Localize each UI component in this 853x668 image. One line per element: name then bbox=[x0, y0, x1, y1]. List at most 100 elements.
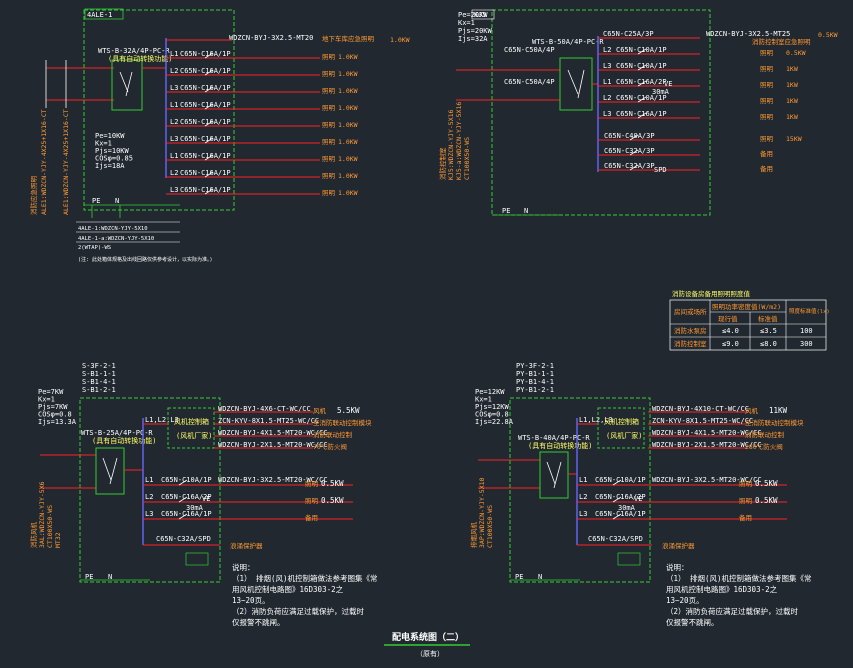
drawing-title: 配电系统图（二） bbox=[392, 631, 464, 643]
legend-table-title: 消防设备房备用照明照度值 bbox=[672, 289, 751, 298]
panel_d-circuit-load: 照明 bbox=[739, 497, 753, 505]
panel_d-circuit-breaker: C65N-C10A/1P bbox=[595, 476, 646, 484]
panel-c-vigi: VE bbox=[202, 495, 210, 503]
panel_d-cable-load: 风机 bbox=[745, 406, 759, 415]
panel_c-cable-load: 70℃防火阀 bbox=[313, 442, 347, 451]
panel-b-top-power: 0.5KW bbox=[818, 31, 838, 39]
panel-c: S-3F-2-1S-B1-1-1S-B1-4-1S-B1-2-1 Pe=7KWK… bbox=[29, 362, 378, 627]
panel_d-note: （2）消防负荷应满足过载保护，过载时 bbox=[666, 606, 799, 616]
panel-a-circuit-breaker: C65N-C16A/1P bbox=[180, 135, 231, 143]
panel-b-circuit-load: 照明 bbox=[760, 65, 774, 73]
panel_d-param: Ijs=22.8A bbox=[475, 418, 514, 426]
panel-b-top-breaker: C65N-C25A/3P bbox=[603, 30, 654, 38]
panel_c-tag: S-B1-1-1 bbox=[82, 370, 116, 378]
panel-c-incoming-1: 3AL:WDZCN-YJY-5X6 bbox=[38, 481, 46, 548]
panel-d-spd-load: 浪涌保护器 bbox=[662, 541, 695, 550]
panel_d-cable-load: 280℃防火阀 bbox=[745, 442, 783, 451]
panel-b-circuit-phase: L2 bbox=[603, 94, 611, 102]
panel_c-circuit-phase: L1 bbox=[145, 476, 153, 484]
panel-b-param: Pjs=20KW bbox=[458, 27, 493, 35]
panel-a-circuit-phase: L2 bbox=[170, 67, 178, 75]
panel-b-lower-load: 备用 bbox=[760, 164, 773, 173]
panel-a-circuit-power: 1.0KW bbox=[338, 87, 358, 95]
panel-a-label: 4ALE-1 bbox=[87, 11, 112, 19]
panel-b-circuit-phase: L2 bbox=[603, 46, 611, 54]
panel-c-box bbox=[79, 397, 221, 583]
panel_c-note: 说明： bbox=[232, 562, 255, 572]
panel_c-note: 13~20页。 bbox=[232, 596, 270, 605]
panel-a: 4ALE-1 WTS-B-32A/4P-PC-R (具有自动转换功能) Pe=1… bbox=[29, 8, 410, 263]
panel_d-circuit-cable: WDZCN-BYJ-3X2.5-MT20-WC/CC bbox=[652, 476, 762, 484]
panel-a-tag-box bbox=[84, 8, 124, 20]
panel-b-incoming-1: KJ5:WDZCN-YJY-5X16 bbox=[447, 109, 455, 180]
panel_d-circuit-breaker: C65N-C16A/1P bbox=[595, 510, 646, 518]
panel-a-incoming-1: ALE1:WDZCN-YJY-4X25+1X16-CT bbox=[40, 109, 48, 215]
panel-d-spd-breaker: C65N-C32A/SPD bbox=[588, 535, 643, 543]
legend-header-right: 照度标准值(lx) bbox=[789, 307, 830, 315]
panel-b-circuit-breaker: C65N-C10A/1P bbox=[616, 46, 667, 54]
panel-a-circuit-power: 1.0KW bbox=[338, 138, 358, 146]
legend-col1: 房间或场所 bbox=[674, 307, 707, 316]
panel_c-param: Pe=7KW bbox=[38, 388, 64, 396]
panel-d-n: N bbox=[538, 573, 542, 581]
panel-c-n: N bbox=[108, 573, 112, 581]
panel_d-cable-text: ZCN-KYV-8X1.5-MT25-WC/CC bbox=[652, 417, 753, 425]
panel-c-main-breaker: WTS-B-25A/4P-PC-R bbox=[81, 429, 153, 437]
panel_d-param: Kx=1 bbox=[475, 396, 492, 404]
panel-b-circuit-power: 1KW bbox=[786, 81, 798, 89]
panel-a-feeder-power: 1.0KW bbox=[390, 36, 410, 44]
panel_d-note: 仅报警不跳闸。 bbox=[666, 617, 719, 627]
panel_c-cable-load: 至消防联动控制模块 bbox=[313, 418, 372, 427]
panel_d-circuit-load: 照明 bbox=[739, 480, 753, 488]
panel-d-main-breaker: WTS-B-40A/4P-PC-R bbox=[518, 434, 590, 442]
panel-b-circuit-load: 照明 bbox=[760, 49, 774, 57]
legend-col3: 标准值 bbox=[758, 314, 778, 323]
panel-b-circuit-power: 1KW bbox=[786, 65, 798, 73]
panel_d-note: 说明： bbox=[666, 562, 689, 572]
legend-row-v3: 100 bbox=[800, 327, 813, 335]
panel-c-spd-load: 浪涌保护器 bbox=[230, 541, 263, 550]
panel_c-cable-load: 风机 bbox=[313, 406, 327, 415]
panel-c-incoming-0: 消防风机 bbox=[29, 522, 38, 549]
panel_d-cable-text: WDZCN-BYJ-2X1.5-MT20-WC/CC bbox=[652, 441, 762, 449]
panel_c-circuit-breaker: C65N-C16A/2P bbox=[161, 493, 212, 501]
panel-b-circuit-load: 照明 bbox=[760, 97, 774, 105]
panel-a-note-2: 2(WTAP)-WS bbox=[78, 245, 111, 251]
panel-b-param: Ijs=32A bbox=[458, 35, 488, 43]
panel-d-vigi: VE bbox=[634, 495, 642, 503]
panel-b-incoming-3: CT100X50-WS bbox=[463, 137, 471, 180]
panel-d-pe: PE bbox=[515, 573, 523, 581]
panel_c-circuit-power: 0.5KW bbox=[321, 479, 344, 488]
panel-a-feeder-cable: WDZCN-BYJ-3X2.5-MT20 bbox=[229, 34, 313, 42]
panel_d-param: Pe=12KW bbox=[475, 388, 505, 396]
legend-col2: 现行值 bbox=[718, 314, 738, 323]
panel-b-ats-box bbox=[559, 57, 593, 111]
panel-b-kj: KJ5 bbox=[474, 11, 487, 19]
panel_c-note: （2）消防负荷应满足过载保护，过载时 bbox=[232, 606, 365, 616]
panel-a-param: Pe=10KW bbox=[95, 132, 125, 140]
panel-b-incoming-2: KJ5-a:WDZCN-YJY-5X16 bbox=[455, 102, 463, 180]
panel-a-circuit-phase: L3 bbox=[170, 84, 178, 92]
panel-a-pe: PE bbox=[92, 197, 100, 205]
panel-c-ctrl-name: 风机控制箱 bbox=[174, 417, 209, 426]
panel-b-circuit-power: 1KW bbox=[786, 113, 798, 121]
panel-a-param: Ijs=18A bbox=[95, 162, 125, 170]
panel_c-param: Pjs=7KW bbox=[38, 403, 68, 411]
panel-a-incoming-2: ALE1:WDZCN-YJY-4X25+1X16-CT bbox=[62, 109, 70, 215]
panel-b-param: Pe=20KW bbox=[458, 11, 488, 19]
panel-d-incoming-2: CT100X50-WS bbox=[486, 505, 494, 548]
panel_d-circuit-power: 0.5KW bbox=[755, 496, 778, 505]
legend-row-v1: ≤4.0 bbox=[722, 327, 739, 335]
panel_d-note: （1） 排烟(风)机控制箱做法参考图集《常 bbox=[666, 573, 812, 583]
panel-a-circuit-load: 照明 bbox=[322, 70, 336, 78]
panel_c-tag: S-3F-2-1 bbox=[82, 362, 116, 370]
panel-a-circuit-load: 照明 bbox=[322, 53, 336, 61]
panel-b-lower-load: 备用 bbox=[760, 149, 773, 158]
panel-b-circuit-load: 照明 bbox=[760, 113, 774, 121]
panel_c-cable-load: 消防联动控制 bbox=[313, 430, 353, 439]
panel_d-note: 13~20页。 bbox=[666, 596, 704, 605]
panel-b-lower-breaker: C65N-C32A/3P bbox=[604, 147, 655, 155]
panel_d-cable-text: WDZCN-BYJ-4X10-CT-WC/CC bbox=[652, 405, 749, 413]
panel-a-circuit-breaker: C65N-C16A/1P bbox=[180, 101, 231, 109]
